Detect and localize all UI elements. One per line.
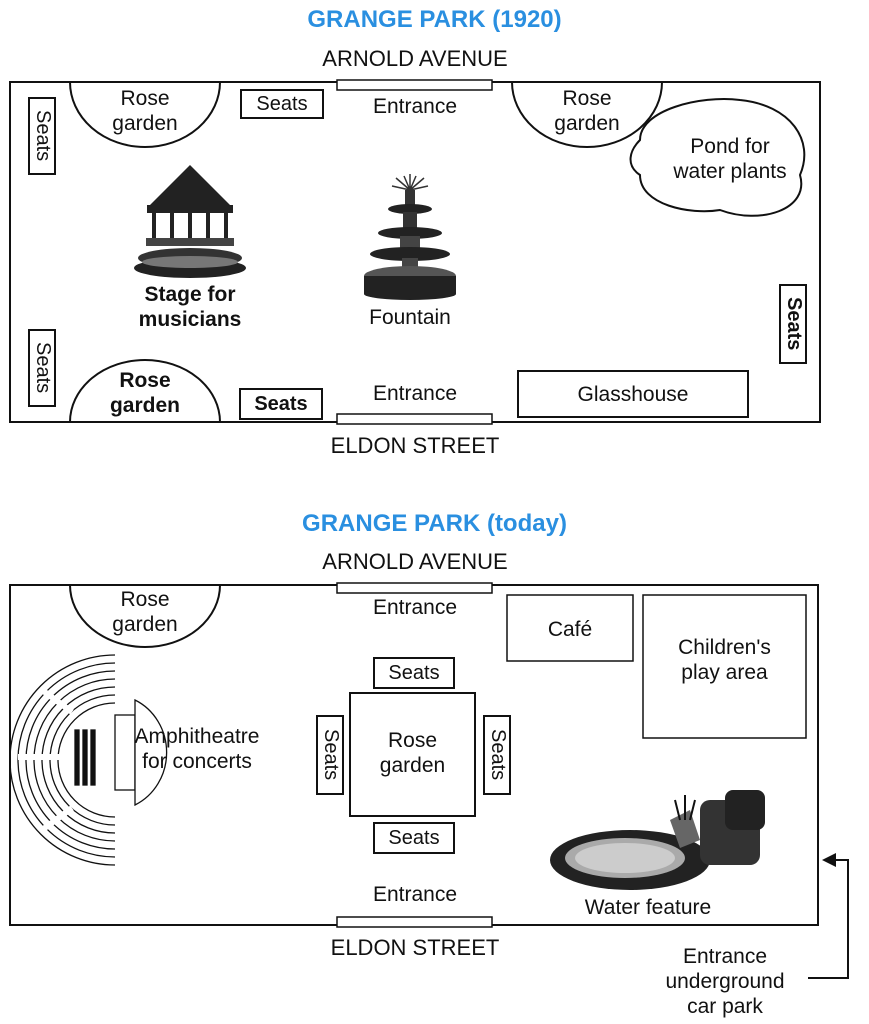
map-today-title: GRANGE PARK (today) xyxy=(302,510,567,537)
seats-right-today: Seats xyxy=(483,715,511,795)
stage-label: Stage for musicians xyxy=(138,283,242,331)
fountain-icon xyxy=(364,174,456,300)
rose-garden-tl-1920: Rose garden xyxy=(112,87,178,135)
street-eldon-1920: ELDON STREET xyxy=(330,433,500,458)
entrance-gate-top-1920 xyxy=(336,79,493,91)
entrance-top-1920: Entrance xyxy=(372,95,458,118)
entrance-bottom-today: Entrance xyxy=(372,883,458,906)
pond-shape xyxy=(629,98,806,217)
seats-left-top-1920: Seats xyxy=(28,97,56,175)
cafe-label: Café xyxy=(547,618,593,641)
seats-top-1920: Seats xyxy=(240,89,324,119)
rose-garden-tl-shape-1920 xyxy=(69,81,221,148)
fountain-label: Fountain xyxy=(369,306,451,329)
entrance-top-today: Entrance xyxy=(372,596,458,619)
rose-garden-center-shape xyxy=(349,692,476,817)
car-park-arrow xyxy=(808,859,849,979)
street-eldon-today: ELDON STREET xyxy=(330,935,500,960)
entrance-bottom-1920: Entrance xyxy=(372,382,458,405)
rose-garden-tl-today: Rose garden xyxy=(112,588,178,636)
glasshouse-label: Glasshouse xyxy=(577,383,689,406)
street-arnold-today: ARNOLD AVENUE xyxy=(322,549,508,574)
car-park-arrowhead xyxy=(822,853,836,867)
car-park-label: Entrance underground car park xyxy=(665,945,785,1018)
rose-garden-bl-1920: Rose garden xyxy=(109,369,180,417)
entrance-gate-top-today xyxy=(336,582,493,594)
rose-garden-tr-1920: Rose garden xyxy=(554,87,620,135)
amphitheatre-icon xyxy=(9,654,168,866)
glasshouse-shape xyxy=(517,370,749,418)
rose-garden-center-today: Rose garden xyxy=(379,729,446,777)
cafe-shape xyxy=(506,594,634,662)
seats-left-bottom-1920: Seats xyxy=(28,329,56,407)
amphitheatre-label: Amphitheatre for concerts xyxy=(134,725,260,773)
seats-bottom-1920: Seats xyxy=(239,388,323,420)
seats-right-1920: Seats xyxy=(779,284,807,364)
rose-garden-bl-shape-1920 xyxy=(69,359,221,423)
seats-top-today: Seats xyxy=(373,657,455,689)
entrance-gate-bottom-today xyxy=(336,916,493,928)
pond-label: Pond for water plants xyxy=(673,135,787,183)
stage-icon xyxy=(134,165,246,278)
entrance-gate-bottom-1920 xyxy=(336,413,493,425)
water-feature-label: Water feature xyxy=(584,896,712,919)
play-area-shape xyxy=(642,594,807,739)
seats-left-today: Seats xyxy=(316,715,344,795)
water-feature-icon xyxy=(550,790,765,890)
play-area-label: Children's play area xyxy=(678,636,771,684)
seats-bottom-today: Seats xyxy=(373,822,455,854)
rose-garden-tl-shape-today xyxy=(69,584,221,648)
rose-garden-tr-shape-1920 xyxy=(511,81,663,148)
map-1920-title: GRANGE PARK (1920) xyxy=(307,6,562,33)
street-arnold-1920: ARNOLD AVENUE xyxy=(322,46,508,71)
